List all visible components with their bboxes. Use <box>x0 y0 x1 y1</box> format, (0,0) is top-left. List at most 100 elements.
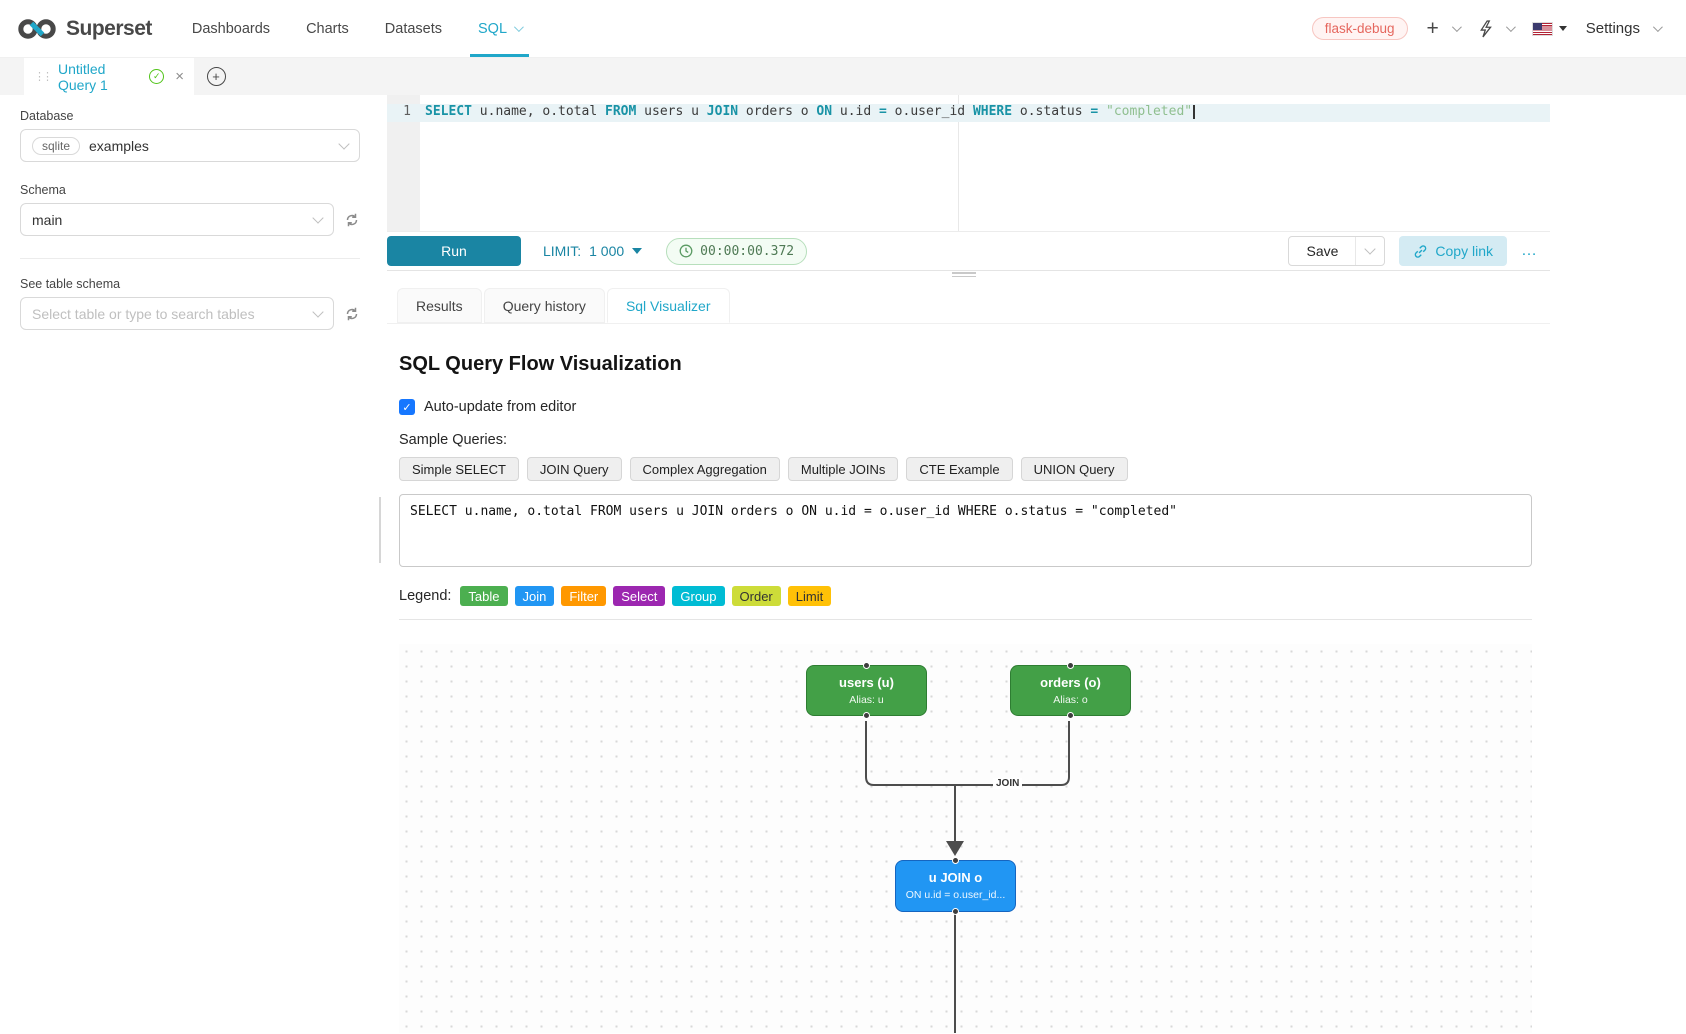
chevron-down-icon <box>338 137 350 150</box>
drag-grip-icon: ⋮⋮ <box>34 71 53 83</box>
caret-down-icon <box>632 248 643 254</box>
us-flag-icon <box>1531 21 1553 36</box>
caret-down-icon <box>1558 26 1567 31</box>
tab-results[interactable]: Results <box>397 288 482 323</box>
query-tabbar: ⋮⋮ Untitled Query 1 ✓ × + <box>0 58 1686 95</box>
visualizer-panel: SQL Query Flow Visualization ✓ Auto-upda… <box>399 324 1532 1034</box>
copy-link-button[interactable]: Copy link <box>1399 236 1507 266</box>
refresh-tables-icon[interactable] <box>344 306 360 322</box>
legend-limit-badge: Limit <box>787 586 832 606</box>
line-number: 1 <box>403 104 411 119</box>
sqllab-sidebar: Database sqlite examples Schema main See… <box>0 95 380 1034</box>
query-timer: 00:00:00.372 <box>666 237 808 265</box>
chevron-down-icon <box>1451 22 1462 33</box>
node-handle <box>1067 662 1074 669</box>
node-handle <box>863 712 870 719</box>
sample-complex-aggregation-button[interactable]: Complex Aggregation <box>629 457 780 481</box>
nav-dashboards[interactable]: Dashboards <box>191 20 271 37</box>
chevron-down-icon <box>1505 22 1516 33</box>
refresh-schema-icon[interactable] <box>344 212 360 228</box>
close-tab-icon[interactable]: × <box>175 68 184 85</box>
flow-node-users[interactable]: users (u) Alias: u <box>806 662 927 719</box>
sample-multiple-joins-button[interactable]: Multiple JOINs <box>787 457 899 481</box>
node-handle <box>952 908 959 915</box>
flow-edges <box>865 721 1070 1033</box>
schema-value: main <box>32 211 63 228</box>
saved-check-icon: ✓ <box>149 69 165 84</box>
nav-charts[interactable]: Charts <box>306 20 349 37</box>
database-value: examples <box>89 137 149 154</box>
sqllab-main: 1 SELECT u.name, o.total FROM users u JO… <box>380 95 1686 1034</box>
navbar: Superset Dashboards Charts Datasets SQL … <box>0 0 1686 58</box>
save-button[interactable]: Save <box>1306 243 1339 259</box>
nav-sql[interactable]: SQL <box>464 0 535 57</box>
main-nav: Dashboards Charts Datasets SQL <box>178 0 535 57</box>
settings-menu[interactable]: Settings <box>1586 20 1663 37</box>
database-select[interactable]: sqlite examples <box>20 129 360 162</box>
result-tabs: Results Query history Sql Visualizer <box>387 288 1550 324</box>
limit-dropdown[interactable]: LIMIT: 1 000 <box>543 243 643 259</box>
query-search-menu[interactable] <box>1478 19 1516 38</box>
chevron-down-icon <box>513 22 524 33</box>
schema-select[interactable]: main <box>20 203 334 236</box>
legend-label: Legend: <box>399 588 452 604</box>
sample-query-buttons: Simple SELECT JOIN Query Complex Aggrega… <box>399 457 1532 481</box>
sample-join-query-button[interactable]: JOIN Query <box>526 457 622 481</box>
sql-code-line: SELECT u.name, o.total FROM users u JOIN… <box>420 104 1195 122</box>
tab-sql-visualizer[interactable]: Sql Visualizer <box>606 288 730 323</box>
sample-simple-select-button[interactable]: Simple SELECT <box>399 457 519 481</box>
superset-logo[interactable]: Superset <box>0 16 178 42</box>
sql-editor[interactable]: 1 SELECT u.name, o.total FROM users u JO… <box>387 95 1550 232</box>
lightning-icon <box>1479 19 1492 37</box>
more-actions-button[interactable]: … <box>1521 242 1538 259</box>
node-handle <box>863 662 870 669</box>
save-dropdown-button[interactable] <box>1355 237 1384 265</box>
legend-group-badge: Group <box>672 586 725 606</box>
chevron-down-icon <box>312 211 324 224</box>
schema-label: Schema <box>20 183 66 197</box>
language-picker[interactable] <box>1531 21 1567 36</box>
text-cursor <box>1193 104 1195 119</box>
query-tab-label: Untitled Query 1 <box>58 60 108 93</box>
auto-update-checkbox[interactable]: ✓ <box>399 399 415 415</box>
legend-filter-badge: Filter <box>561 586 607 606</box>
join-edge-label: JOIN <box>993 778 1023 789</box>
table-schema-label: See table schema <box>20 277 121 291</box>
run-button[interactable]: Run <box>387 236 521 266</box>
node-handle <box>952 857 959 864</box>
query-tab-untitled[interactable]: ⋮⋮ Untitled Query 1 ✓ × <box>24 58 194 95</box>
legend-join-badge: Join <box>514 586 555 606</box>
legend-table-badge: Table <box>460 586 508 606</box>
content-divider <box>399 619 1532 620</box>
query-input-textarea[interactable]: SELECT u.name, o.total FROM users u JOIN… <box>399 494 1532 567</box>
editor-toolbar: Run LIMIT: 1 000 00:00:00.372 Save <box>387 232 1550 271</box>
superset-logo-icon <box>18 18 56 39</box>
table-select[interactable]: Select table or type to search tables <box>20 297 334 330</box>
tab-query-history[interactable]: Query history <box>483 288 605 323</box>
legend-order-badge: Order <box>731 586 781 606</box>
elapsed-time: 00:00:00.372 <box>700 243 795 259</box>
legend-select-badge: Select <box>613 586 666 606</box>
save-split-button: Save <box>1288 236 1386 266</box>
sample-union-query-button[interactable]: UNION Query <box>1020 457 1128 481</box>
editor-print-margin <box>958 95 959 231</box>
flow-node-join[interactable]: u JOIN o ON u.id = o.user_id... <box>895 857 1016 915</box>
flow-node-orders[interactable]: orders (o) Alias: o <box>1010 662 1131 719</box>
table-select-placeholder: Select table or type to search tables <box>32 305 255 322</box>
nav-datasets[interactable]: Datasets <box>384 20 443 37</box>
flow-canvas[interactable]: JOIN users (u) Alias: u orders (o) Alias… <box>399 644 1532 1033</box>
new-query-tab-button[interactable]: + <box>194 58 238 95</box>
sample-cte-example-button[interactable]: CTE Example <box>906 457 1013 481</box>
database-label: Database <box>20 109 74 123</box>
navbar-right: flask-debug + Settings <box>1311 17 1686 40</box>
link-icon <box>1415 244 1427 258</box>
sidebar-divider <box>20 258 360 259</box>
pane-resize-handle[interactable] <box>952 271 976 278</box>
new-menu[interactable]: + <box>1427 18 1462 39</box>
chevron-down-icon <box>1364 243 1377 255</box>
editor-active-line: 1 SELECT u.name, o.total FROM users u JO… <box>387 104 1550 122</box>
db-engine-tag: sqlite <box>32 136 81 155</box>
sidebar-splitter[interactable] <box>379 497 381 563</box>
chevron-down-icon <box>1652 22 1663 33</box>
legend: Legend: Table Join Filter Select Group O… <box>399 586 1532 606</box>
